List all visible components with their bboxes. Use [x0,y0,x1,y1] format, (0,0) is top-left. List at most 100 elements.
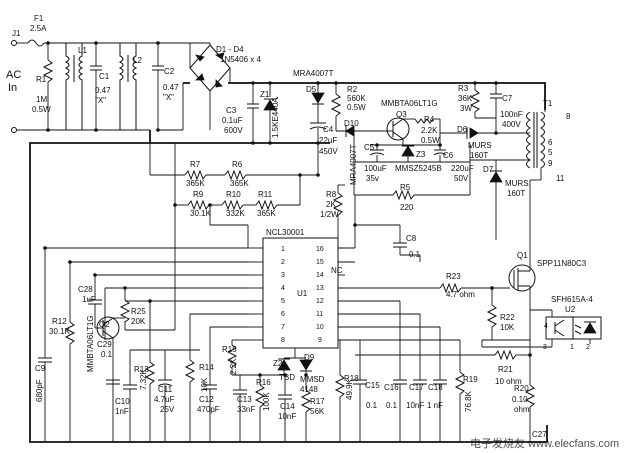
label-nc: NC [331,266,343,275]
c8-capacitor [353,223,421,262]
label-c3-voltage: 600V [224,126,243,135]
label-c1: C1 [99,72,110,81]
label-u2: U2 [565,305,576,314]
label-d6: D6 [457,125,468,134]
label-c7: C7 [502,94,513,103]
label-c6: C6 [443,151,454,160]
label-c8-value: 0.1 [409,250,421,259]
opto-pin-4: 4 [544,323,548,330]
label-r22: R22 [500,313,515,322]
label-t1-pin8: 8 [566,112,571,121]
label-c17: C17 [409,383,424,392]
label-c11-voltage: 25V [160,405,175,414]
label-r19-value: 76.8K [464,390,473,412]
label-c4-value: 22uF [319,136,337,145]
label-c6-voltage: 50V [454,174,469,183]
label-r22-value: 10K [500,323,515,332]
ic-pin-12: 12 [316,298,324,305]
ac-label: AC [6,69,21,81]
label-c28: C28 [78,285,93,294]
label-c9: C9 [35,364,46,373]
label-r8: R8 [326,190,337,199]
label-c5: C5 [364,143,375,152]
label-r4-value: 2.2K [421,126,438,135]
label-c16-value: 0.1 [386,401,398,410]
label-f1: F1 [34,14,44,23]
label-r20-value: 0.10 [512,395,528,404]
label-r13-value: 7.32K [139,368,148,390]
label-c10: C10 [115,397,130,406]
label-c2: C2 [164,67,175,76]
label-f1-value: 2.5A [30,24,47,33]
bridge-rectifier [183,42,231,130]
opto-pin-1: 1 [570,344,574,351]
fuse-f1-symbol [27,39,45,47]
label-d6-part: MURS [468,141,492,150]
label-r16-value: 100K [262,392,271,411]
ic-pin-1: 1 [281,246,285,253]
ic-pin-13: 13 [316,285,324,292]
l1-choke [64,43,84,130]
ic-pin-7: 7 [281,324,285,331]
label-c15-value: 0.1 [366,401,378,410]
label-q3-part: MMBTA06LT1G [381,99,438,108]
label-r1-value: 1M [36,95,47,104]
label-d7-part: MURS [505,179,529,188]
label-r19: R19 [463,375,478,384]
label-r11-value: 365K [257,209,276,218]
c2-capacitor [152,41,184,132]
ic-pin-5: 5 [281,298,285,305]
opto-pin-numbers: 4 3 1 2 [543,323,590,351]
label-q3: Q3 [396,110,407,119]
ic-pin-6: 6 [281,311,285,318]
label-r5-value: 220 [400,203,414,212]
label-r13: R13 [134,365,149,374]
label-r21-value: 10 ohm [495,377,522,386]
label-c14-value: 10nF [278,412,296,421]
label-r23: R23 [446,272,461,281]
label-r17: R17 [310,397,325,406]
label-r12-value: 30.1K [49,327,71,336]
label-c8: C8 [406,234,417,243]
ic-pin-16: 16 [316,246,324,253]
label-c2-value: 0.47 [163,83,179,92]
label-d10-part: MRA4007T [349,144,358,185]
j1-label: J1 [12,29,21,38]
label-t1-pin11: 11 [556,174,565,183]
label-z3: Z3 [416,150,426,159]
label-t1-pin6: 6 [548,138,553,147]
regulator-section [355,117,470,163]
label-r8-power: 1/2W [320,210,339,219]
label-c7-voltage: 400V [502,120,521,129]
label-q2: Q2 [99,320,110,329]
label-r6: R6 [232,160,243,169]
label-c5-voltage: 35v [366,174,379,183]
label-d7-part2: 160T [507,189,525,198]
ic-pin-3: 3 [281,272,285,279]
label-l2: L2 [133,56,142,65]
ic-pin-15: 15 [316,259,324,266]
label-c3: C3 [226,106,237,115]
label-z2: Z2 [273,359,283,368]
label-d1d4: D1 - D4 [216,45,244,54]
label-c2-type: "X" [163,93,174,102]
ac-input: J1 AC In [6,29,190,133]
label-c11-value: 4.7uF [154,395,175,404]
bottom-network [184,313,367,442]
label-r1: R1 [36,75,47,84]
label-c10-value: 1nF [115,407,129,416]
snubber-output [440,81,525,240]
label-q1: Q1 [517,251,528,260]
label-z1-part: 1.5KE440A [271,97,280,138]
c1-capacitor [90,41,102,132]
label-d9: D9 [304,353,315,362]
label-r16: R16 [256,378,271,387]
ic-pin-4: 4 [281,285,285,292]
label-r20: R20 [514,384,529,393]
label-d6-part2: 160T [470,151,488,160]
label-c7-value: 100nF [500,110,523,119]
label-r14: R14 [199,363,214,372]
label-c12-value: 470pF [197,405,220,414]
label-r25-value: 20K [131,317,146,326]
label-c17-value: 10nF [406,401,424,410]
